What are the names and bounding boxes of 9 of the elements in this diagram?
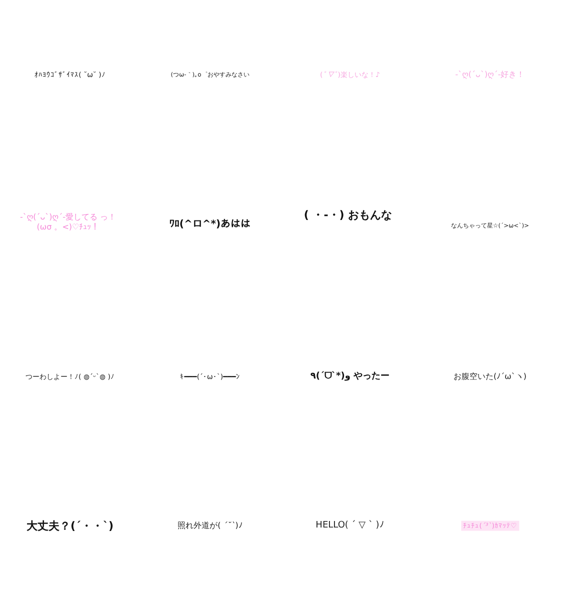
kaomoji-text: 照れ外道が( ´˘`)ﾉ [178, 521, 242, 531]
kaomoji-text: HELLO( ´ ▽ ` )ﾉ [316, 520, 384, 532]
kaomoji-text: お腹空いた(ﾉ´ω`ヽ) [454, 372, 526, 382]
kaomoji-text: ﾜﾛ(^ロ^*)あはは [169, 219, 251, 231]
kaomoji-text: ٩(ˊᗜˋ*)و やったー [310, 372, 390, 382]
kaomoji-text: -`ღ(´ᴗ`)ღ´-好き！ [455, 70, 525, 80]
kaomoji-text: ( ・-・) おもんな [304, 208, 392, 222]
kaomoji-text: 大丈夫？(´・・`) [26, 519, 114, 533]
kaomoji-text: -`ღ(´ᴗ`)ღ´-愛してる っ！(ωσ 。<)♡ﾁｭｯ！ [18, 212, 118, 232]
